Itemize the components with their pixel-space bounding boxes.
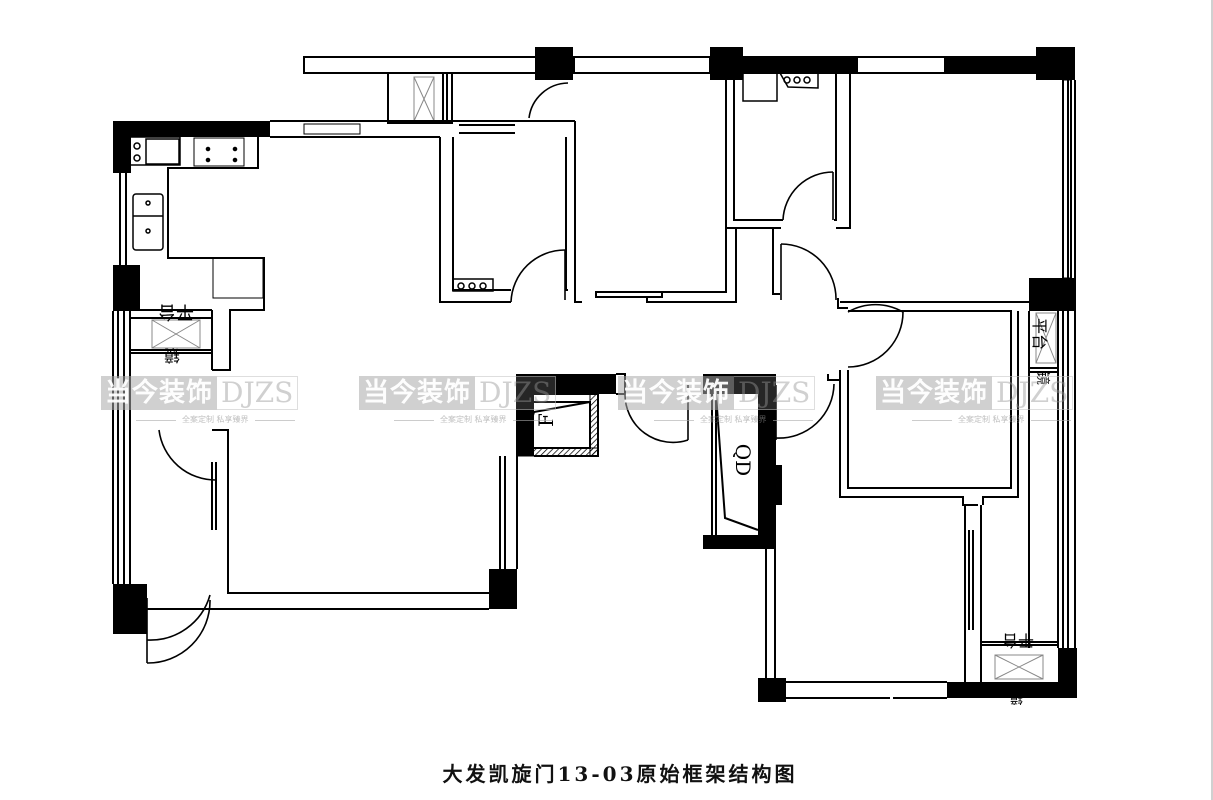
watermark-slogan-2: 全案定制 私享臻界 (388, 414, 559, 425)
balcony-label-right: 平台 (1030, 317, 1050, 351)
crossed-marker (151, 312, 1057, 680)
watermark-2: 当今装饰 DJZS (359, 376, 557, 410)
mirror-label-left: 镜 (164, 346, 181, 365)
balcony-label-left: 平台 (158, 301, 194, 322)
watermark-slogan-1: 全案定制 私享臻界 (130, 414, 301, 425)
watermark-1: 当今装饰 DJZS (101, 376, 299, 410)
watermark-4: 当今装饰 DJZS (876, 376, 1074, 410)
fixtures (129, 72, 819, 292)
drawing-title: 大发凯旋门13-03原始框架结构图 (442, 762, 798, 786)
door-swing (528, 82, 569, 119)
page-edge (1211, 0, 1213, 800)
mirror-label-bottom: 镜 (1010, 690, 1024, 705)
top-balcony-rail (303, 56, 541, 74)
pipe-well-label: QD (731, 443, 756, 477)
balcony-label-bottom: 平台 (1002, 631, 1035, 650)
watermark-slogan-4: 全案定制 私享臻界 (906, 414, 1077, 425)
watermark-3: 当今装饰 DJZS (618, 376, 816, 410)
watermark-slogan-3: 全案定制 私享臻界 (648, 414, 819, 425)
